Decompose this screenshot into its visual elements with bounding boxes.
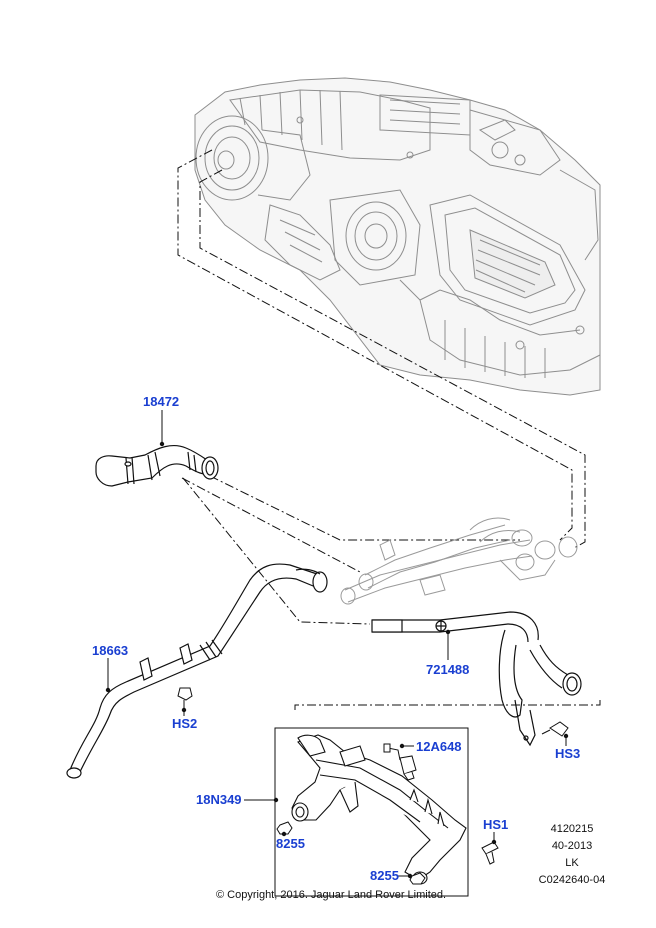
- copyright-notice: © Copyright, 2016. Jaguar Land Rover Lim…: [216, 889, 447, 901]
- callout-18472[interactable]: 18472: [143, 394, 180, 409]
- callout-8255-bottom[interactable]: 8255: [370, 868, 399, 883]
- reference-date: 40-2013: [551, 840, 593, 852]
- dash-dot-leaders: [177, 149, 601, 710]
- reference-model: LK: [565, 857, 579, 869]
- fastener-hs1: [481, 841, 499, 865]
- callout-hs3[interactable]: HS3: [555, 746, 581, 761]
- hose-18472: [95, 444, 219, 487]
- callout-dots: [105, 441, 569, 879]
- reference-number: 4120215: [550, 823, 594, 835]
- reference-illustration-id: C0242640-04: [538, 874, 606, 886]
- callout-hs2[interactable]: HS2: [172, 716, 198, 731]
- hvac-unit-ghost: [194, 77, 601, 396]
- callout-721488[interactable]: 721488: [426, 662, 470, 677]
- callout-12a648[interactable]: 12A648: [416, 739, 462, 754]
- callout-18663[interactable]: 18663: [92, 643, 129, 658]
- bracket-box-18n349: [274, 727, 469, 897]
- pipe-721488: [371, 611, 582, 747]
- callout-18n349[interactable]: 18N349: [196, 792, 242, 807]
- fastener-hs2: [177, 687, 193, 708]
- ghost-outlet-hoses: [340, 517, 578, 605]
- fastener-hs3: [541, 721, 569, 737]
- callout-8255-left[interactable]: 8255: [276, 836, 305, 851]
- hose-18663: [66, 563, 328, 779]
- callout-leaders: [107, 410, 567, 877]
- callout-hs1[interactable]: HS1: [483, 817, 509, 832]
